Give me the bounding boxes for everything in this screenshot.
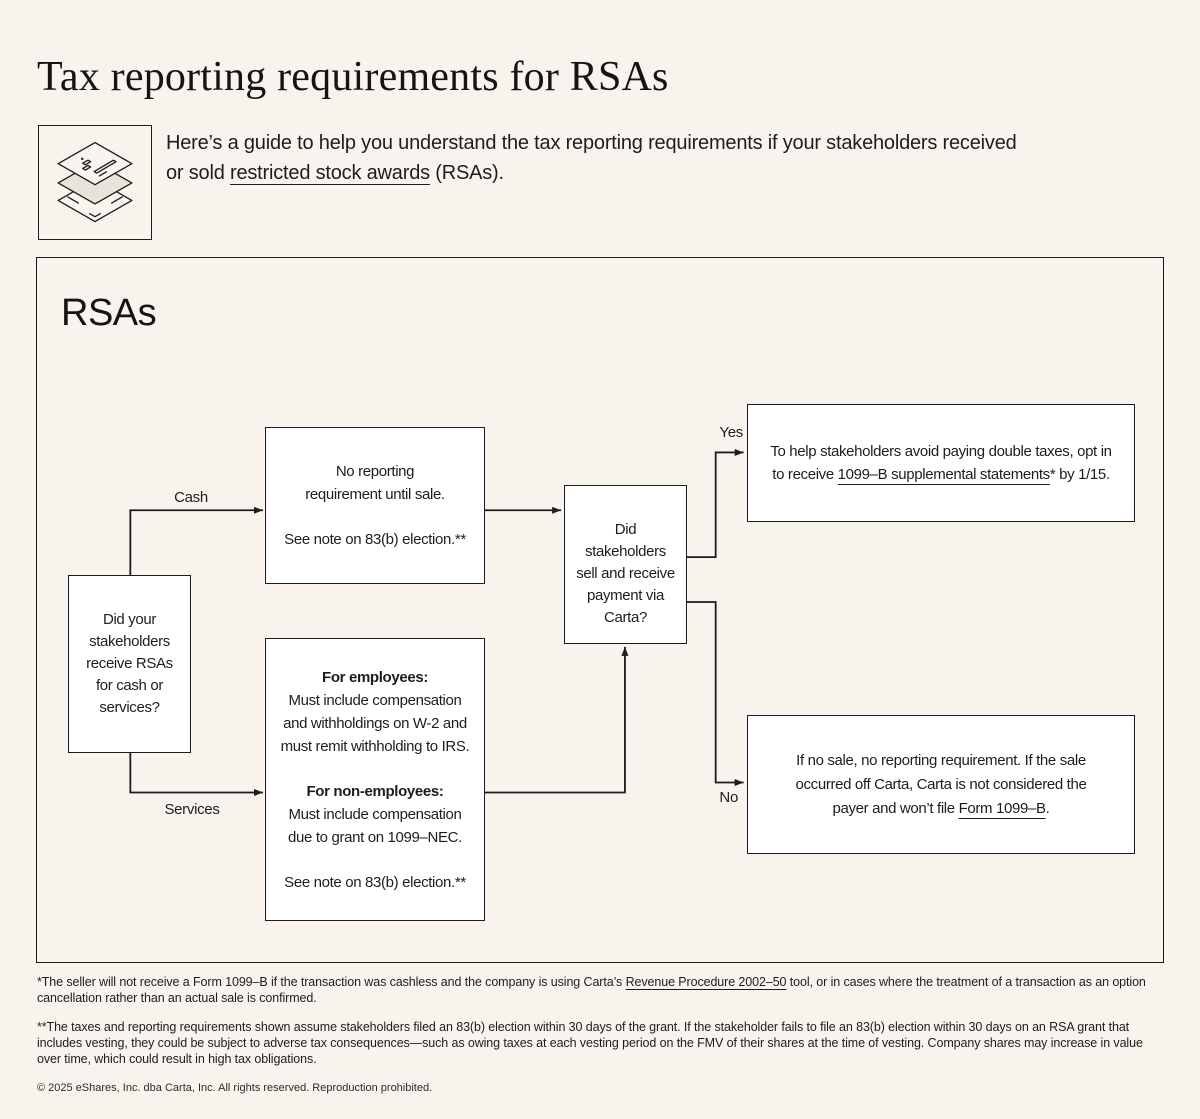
node-line: requirement until sale. <box>305 486 445 503</box>
node-line: payer and won’t file Form 1099–B. <box>833 797 1050 821</box>
connector-yes <box>685 448 744 559</box>
supplemental-statements-link[interactable]: 1099–B supplemental statements <box>837 466 1051 483</box>
connector-services-to-question <box>484 646 629 794</box>
node-line: payment via <box>586 586 665 604</box>
node-line: Must include compensation <box>288 805 462 823</box>
node-services-outcome: For employees: Must include compensation… <box>265 638 485 921</box>
node-line: due to grant on 1099–NEC. <box>288 828 462 846</box>
yes-post: * by 1/15. <box>1049 466 1110 483</box>
footnotes: *The seller will not receive a Form 1099… <box>37 974 1164 1109</box>
node-heading: For employees: <box>322 668 428 686</box>
intro-pre: Here’s a guide to help you understand th… <box>166 132 1017 184</box>
node-line: sell and receive <box>576 564 675 582</box>
node-question-receive-rsas: Did your stakeholders receive RSAs for c… <box>68 575 191 753</box>
node-note: See note on 83(b) election.** <box>284 873 466 891</box>
form-1099b-link[interactable]: Form 1099–B <box>958 799 1046 817</box>
intro-post: (RSAs). <box>429 162 504 184</box>
node-line: Did <box>614 520 637 538</box>
node-line: and withholdings on W-2 and <box>283 714 467 732</box>
node-line: receive RSAs <box>86 655 173 672</box>
node-line: If no sale, no reporting requirement. If… <box>796 751 1086 769</box>
stacked-documents-icon <box>38 125 152 240</box>
flowchart-title: RSAs <box>61 292 157 334</box>
connector-services <box>129 750 263 796</box>
node-line: stakeholders <box>89 633 170 650</box>
no-pre: payer and won’t file <box>832 799 959 817</box>
no-post: . <box>1045 799 1050 817</box>
page-title: Tax reporting requirements for RSAs <box>37 54 669 100</box>
node-line: No reporting <box>335 463 415 480</box>
node-line: Carta? <box>604 608 647 626</box>
stacked-layers-glyph <box>57 141 133 223</box>
connector-no <box>685 601 744 787</box>
edge-label-yes: Yes <box>719 424 743 441</box>
copyright: © 2025 eShares, Inc. dba Carta, Inc. All… <box>37 1082 433 1094</box>
intro-text: Here’s a guide to help you understand th… <box>166 128 1018 188</box>
node-line: for cash or <box>95 677 163 694</box>
node-question-sell-via-carta: Did stakeholders sell and receive paymen… <box>564 485 687 644</box>
node-yes-outcome: To help stakeholders avoid paying double… <box>747 404 1135 522</box>
node-line: must remit withholding to IRS. <box>280 737 470 755</box>
revenue-procedure-link[interactable]: Revenue Procedure 2002–50 <box>625 975 787 989</box>
node-line: occurred off Carta, Carta is not conside… <box>795 775 1087 793</box>
node-line: services? <box>99 699 160 716</box>
node-no-outcome: If no sale, no reporting requirement. If… <box>747 715 1135 854</box>
edge-label-cash: Cash <box>174 489 208 506</box>
node-line: To help stakeholders avoid paying double… <box>770 443 1112 460</box>
node-line: stakeholders <box>585 542 666 560</box>
restricted-stock-awards-link[interactable]: restricted stock awards <box>230 162 430 184</box>
edge-label-no: No <box>719 789 738 806</box>
node-line: to receive 1099–B supplemental statement… <box>772 463 1110 486</box>
footnote-1: *The seller will not receive a Form 1099… <box>37 974 1164 1006</box>
node-heading: For non-employees: <box>306 782 444 800</box>
node-cash-outcome: No reporting requirement until sale. See… <box>265 427 485 584</box>
node-line: Must include compensation <box>288 691 462 709</box>
fn1-post: tool, or in cases where the treatment of… <box>37 975 1146 1005</box>
fn1-pre: *The seller will not receive a Form 1099… <box>37 975 626 989</box>
edge-label-services: Services <box>164 801 220 818</box>
connector-cash <box>129 506 263 576</box>
flowchart-connectors <box>129 448 744 796</box>
node-line: Did your <box>102 611 157 628</box>
flowchart: RSAs Cash Services Yes No Did your stake… <box>36 257 1164 963</box>
node-note: See note on 83(b) election.** <box>284 531 466 548</box>
yes-pre: to receive <box>772 466 838 483</box>
footnote-2: **The taxes and reporting requirements s… <box>37 1020 1143 1066</box>
